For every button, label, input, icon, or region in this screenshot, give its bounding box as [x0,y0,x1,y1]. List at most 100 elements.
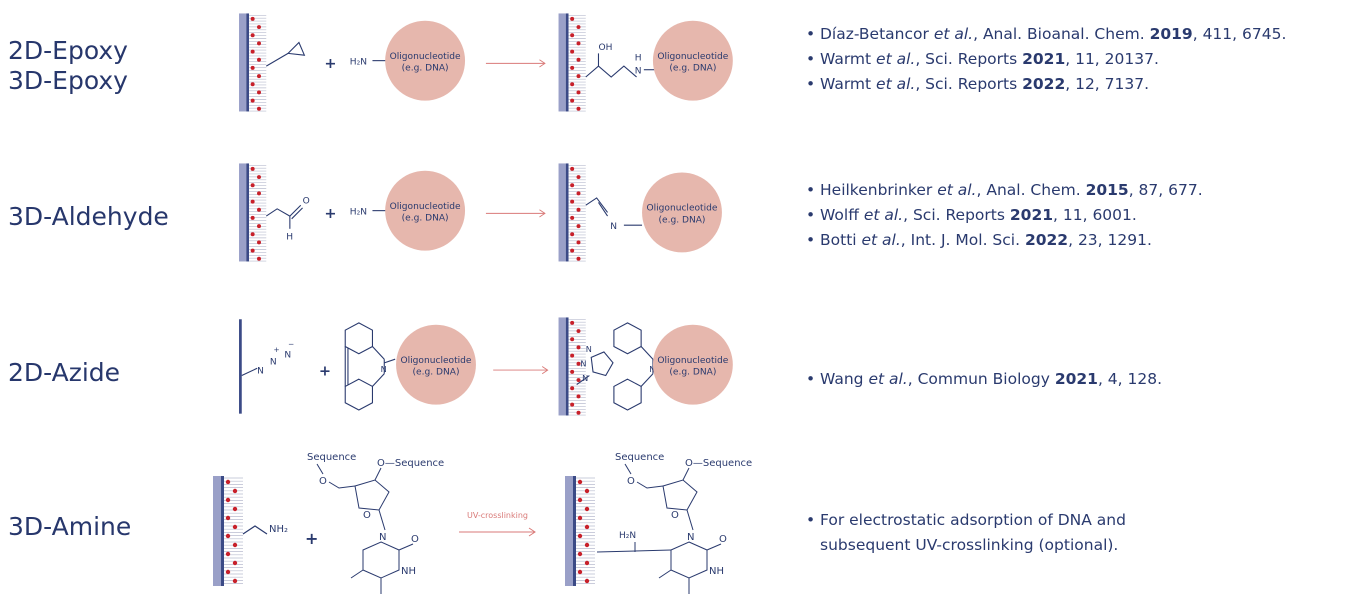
oligo-circle [396,324,476,405]
oligo-sublabel: (e.g. DNA) [669,368,716,378]
surface-dot [257,106,261,111]
svg-text:O: O [319,476,327,487]
plus-sign: + [319,364,331,380]
ref-line: subsequent UV-crosslinking (optional). [820,536,1119,554]
h-label: H [286,233,293,243]
triazole-product: N N N N [576,322,655,411]
svg-text:O: O [671,510,679,521]
svg-text:Sequence: Sequence [615,452,664,463]
svg-text:N: N [586,344,592,354]
surface-left [239,163,267,262]
svg-text:O—Sequence: O—Sequence [685,458,752,469]
surface-dot [570,98,575,103]
svg-text:N: N [257,367,264,377]
epoxy-reaction-scheme: + H₂N Oligonucleotide(e.g. DNA) OH H N O… [239,13,733,112]
svg-text:N: N [580,358,586,368]
svg-text:N: N [381,364,387,374]
surface-dot [570,82,575,87]
surface-dot [570,215,575,220]
surface-dot [232,560,238,566]
svg-text:+: + [274,345,280,354]
svg-text:−: − [288,339,294,348]
oligo-reactant: Oligonucleotide(e.g. DNA) [396,324,476,405]
surface-dot [250,248,255,253]
surface-dot [225,515,231,521]
row-amine: 3D-Amine NH₂ + Sequence O O—Sequence O N… [0,446,1346,602]
surface-dot [257,207,261,212]
surface-dot [225,569,231,575]
oligo-circle [652,20,733,101]
svg-text:NH: NH [401,566,416,577]
surface-dot [570,320,575,325]
surface-dot [584,524,590,530]
surface-dot [577,551,583,557]
oligo-label: Oligonucleotide [390,202,461,212]
surface-dot [232,578,238,584]
label-line: 3D-Amine [8,512,132,541]
svg-text:O: O [363,510,371,521]
surface-dot [576,394,581,399]
surface-dot [570,232,575,237]
oligo-circle [652,324,733,405]
surface-dot [576,106,581,111]
surface-dot [257,191,261,196]
oligo-sublabel: (e.g. DNA) [669,64,716,74]
refs-azide: Wang et al., Commun Biology 2021, 4, 128… [806,367,1162,392]
surface-dot [576,345,581,350]
surface-dot [232,506,238,512]
ref-line: For electrostatic adsorption of DNA and [820,511,1126,529]
surface-dot [584,488,590,494]
svg-text:N: N [687,532,694,543]
surface-dot [576,378,581,383]
plus-sign: + [324,206,336,222]
h2n-label: H₂N [350,207,367,217]
row-aldehyde: 3D-Aldehyde O H + H₂N Oligonucleotide(e.… [0,158,1346,288]
oligo-label: Oligonucleotide [646,204,717,214]
row-label-amine: 3D-Amine [8,512,131,542]
oligo-label: Oligonucleotide [657,52,728,62]
oligo-reactant: Oligonucleotide(e.g. DNA) [385,170,466,251]
epoxide-group [265,41,306,67]
surface-dot [250,16,255,21]
surface-dot [570,166,575,171]
surface-dot [570,16,575,21]
surface-dot [257,41,261,46]
ref-item: Heilkenbrinker et al., Anal. Chem. 2015,… [806,178,1203,203]
surface-dot [570,402,575,407]
oligo-label: Oligonucleotide [657,356,728,366]
svg-text:N: N [649,364,655,374]
row-epoxy: 2D-Epoxy 3D-Epoxy + H₂N Oligonucleotide(… [0,0,1346,130]
surface-dot [250,215,255,220]
surface-dot [250,183,255,188]
ref-item: Wolff et al., Sci. Reports 2021, 11, 600… [806,203,1203,228]
refs-amine: For electrostatic adsorption of DNA and … [806,508,1126,558]
surface-dot [570,49,575,54]
surface-dot [257,57,261,62]
ref-item: Warmt et al., Sci. Reports 2021, 11, 201… [806,47,1286,72]
surface-right [558,317,586,416]
surface-dot [576,41,581,46]
uv-label: UV-crosslinking [467,511,528,520]
h2n-label: H₂N [350,57,367,67]
oligo-product: Oligonucleotide (e.g. DNA) [652,324,733,405]
plus-sign: + [324,56,336,72]
svg-text:N: N [270,358,277,368]
surface-dot [225,479,231,485]
label-line: 3D-Epoxy [8,66,128,95]
surface-dot [577,569,583,575]
oligo-circle [385,170,466,251]
epoxy-product-linker [585,53,637,78]
nh2-label: NH₂ [269,524,288,535]
oh-label: OH [598,43,612,53]
surface-dot [577,479,583,485]
row-azide: 2D-Azide N N N + − + N Oligonucleotide(e… [0,312,1346,442]
surface-dot [576,191,581,196]
nucleotide-reactant: Sequence O O—Sequence O N O NH [307,452,444,594]
oligo-label: Oligonucleotide [390,52,461,62]
svg-text:O: O [719,534,727,545]
surface-dot [257,74,261,79]
surface-dot [250,232,255,237]
surface-dot [584,506,590,512]
surface-dot [576,74,581,79]
oligo-product: Oligonucleotide(e.g. DNA) [642,172,722,253]
